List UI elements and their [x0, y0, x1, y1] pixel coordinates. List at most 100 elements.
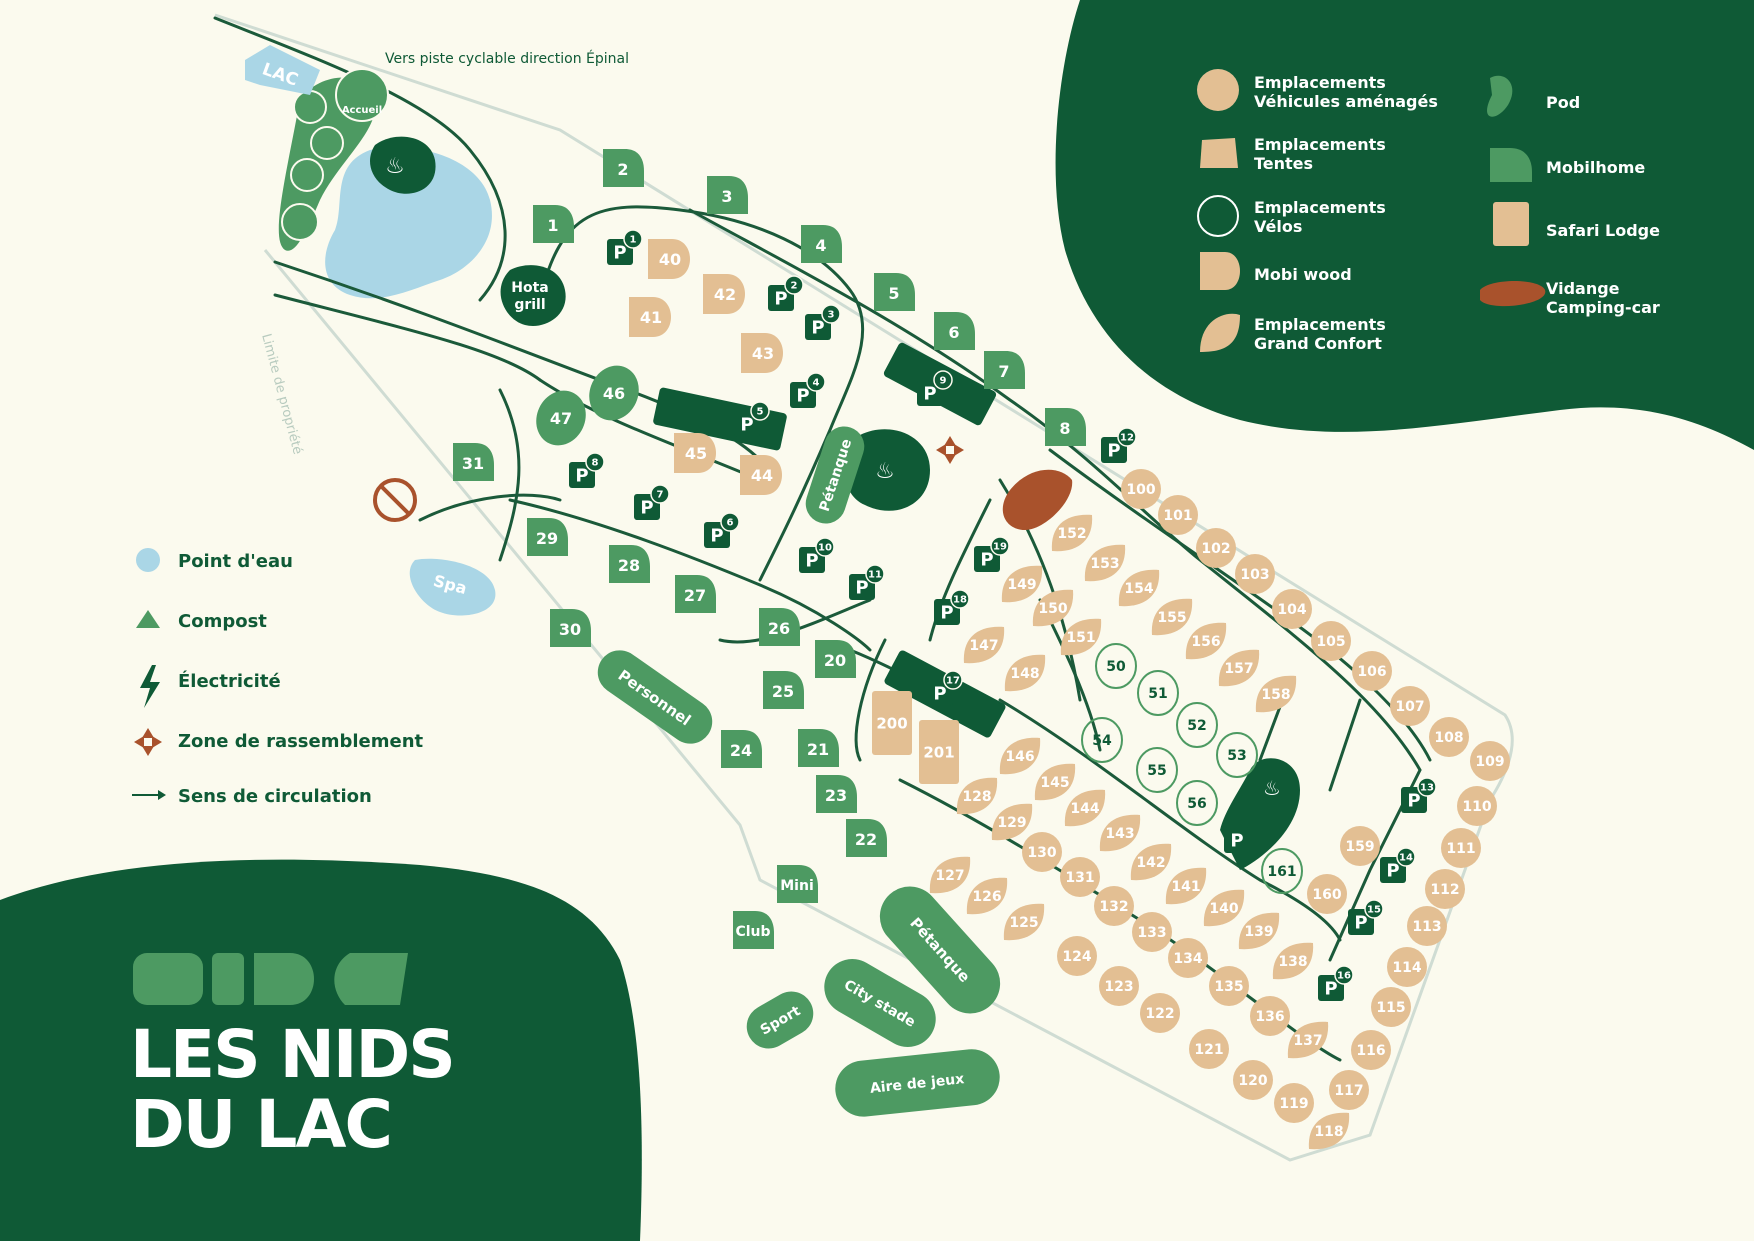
mobiwood-42[interactable] — [703, 274, 745, 314]
grand-confort-143[interactable] — [1099, 814, 1141, 852]
mobilhome-20[interactable] — [815, 640, 856, 678]
grand-confort-140[interactable] — [1203, 889, 1245, 927]
vehicle-pitch-101[interactable] — [1158, 495, 1198, 535]
vehicle-pitch-131[interactable] — [1060, 857, 1100, 897]
grand-confort-144[interactable] — [1064, 789, 1106, 827]
vehicle-pitch-111[interactable] — [1441, 828, 1481, 868]
grand-confort-146[interactable] — [999, 737, 1041, 775]
grand-confort-141[interactable] — [1165, 867, 1207, 905]
mobilhome-27[interactable] — [675, 575, 716, 613]
parking-P[interactable] — [1224, 827, 1250, 853]
mobilhome-7[interactable] — [984, 351, 1025, 389]
vehicle-pitch-112[interactable] — [1425, 869, 1465, 909]
vehicle-pitch-122[interactable] — [1140, 993, 1180, 1033]
vehicle-pitch-136[interactable] — [1250, 996, 1290, 1036]
mobilhome-3[interactable] — [707, 176, 748, 214]
vehicle-pitch-130[interactable] — [1022, 832, 1062, 872]
vehicle-pitch-132[interactable] — [1094, 886, 1134, 926]
vehicle-pitch-103[interactable] — [1235, 554, 1275, 594]
mobiwood-41[interactable] — [629, 297, 671, 337]
grand-confort-147[interactable] — [963, 626, 1005, 664]
vehicle-pitch-110[interactable] — [1457, 786, 1497, 826]
grand-confort-157[interactable] — [1218, 649, 1260, 687]
mobiwood-44[interactable] — [740, 455, 782, 495]
vehicle-pitch-120[interactable] — [1233, 1060, 1273, 1100]
mobilhome-31[interactable] — [453, 443, 494, 481]
vehicle-pitch-123[interactable] — [1099, 966, 1139, 1006]
mobilhome-26[interactable] — [759, 608, 800, 646]
mobilhome-24[interactable] — [721, 730, 762, 768]
mobilhome-6[interactable] — [934, 312, 975, 350]
grand-confort-148[interactable] — [1004, 654, 1046, 692]
vehicle-pitch-109[interactable] — [1470, 741, 1510, 781]
mobilhome-5[interactable] — [874, 273, 915, 311]
vehicle-pitch-100[interactable] — [1121, 469, 1161, 509]
mobilhome-2[interactable] — [603, 149, 644, 187]
vehicle-pitch-135[interactable] — [1209, 966, 1249, 1006]
mobilhome-8[interactable] — [1045, 408, 1086, 446]
vehicle-pitch-107[interactable] — [1390, 686, 1430, 726]
grand-confort-127[interactable] — [929, 856, 971, 894]
grand-confort-118[interactable] — [1308, 1112, 1350, 1150]
vehicle-pitch-124[interactable] — [1057, 936, 1097, 976]
velo-pitch-53[interactable] — [1216, 732, 1258, 778]
vehicle-pitch-117[interactable] — [1329, 1070, 1369, 1110]
mobiwood-45[interactable] — [674, 433, 716, 473]
vehicle-pitch-115[interactable] — [1371, 987, 1411, 1027]
vehicle-pitch-105[interactable] — [1311, 621, 1351, 661]
mobiwood-43[interactable] — [741, 333, 783, 373]
grand-confort-151[interactable] — [1060, 618, 1102, 656]
vehicle-pitch-108[interactable] — [1429, 717, 1469, 757]
mobilhome-22[interactable] — [846, 819, 887, 857]
mobilhome-23[interactable] — [816, 775, 857, 813]
mobilhome-29[interactable] — [527, 518, 568, 556]
velo-pitch-51[interactable] — [1137, 670, 1179, 716]
mobiwood-40[interactable] — [648, 239, 690, 279]
pod-46[interactable] — [580, 357, 647, 428]
grand-confort-155[interactable] — [1151, 598, 1193, 636]
vehicle-pitch-106[interactable] — [1352, 651, 1392, 691]
grand-confort-128[interactable] — [956, 777, 998, 815]
mobilhome-28[interactable] — [609, 545, 650, 583]
velo-pitch-161[interactable] — [1261, 848, 1303, 894]
mobilhome-30[interactable] — [550, 609, 591, 647]
velo-pitch-50[interactable] — [1095, 643, 1137, 689]
velo-pitch-54[interactable] — [1081, 717, 1123, 763]
mobilhome-1[interactable] — [533, 205, 574, 243]
vehicle-pitch-133[interactable] — [1132, 912, 1172, 952]
grand-confort-137[interactable] — [1287, 1021, 1329, 1059]
velo-pitch-56[interactable] — [1176, 780, 1218, 826]
pod-47[interactable] — [527, 382, 594, 453]
vehicle-pitch-104[interactable] — [1272, 589, 1312, 629]
vehicle-pitch-134[interactable] — [1168, 938, 1208, 978]
grand-confort-152[interactable] — [1051, 514, 1093, 552]
grand-confort-145[interactable] — [1034, 763, 1076, 801]
mobilhome-21[interactable] — [798, 729, 839, 767]
grand-confort-126[interactable] — [966, 877, 1008, 915]
velo-pitch-55[interactable] — [1136, 747, 1178, 793]
vehicle-pitch-160[interactable] — [1307, 874, 1347, 914]
vehicle-pitch-159[interactable] — [1340, 826, 1380, 866]
mobilhome-25[interactable] — [763, 671, 804, 709]
grand-confort-153[interactable] — [1084, 544, 1126, 582]
velo-pitch-52[interactable] — [1176, 702, 1218, 748]
grand-confort-125[interactable] — [1003, 903, 1045, 941]
vehicle-pitch-116[interactable] — [1351, 1030, 1391, 1070]
vehicle-pitch-114[interactable] — [1387, 947, 1427, 987]
grand-confort-158[interactable] — [1255, 675, 1297, 713]
grand-confort-138[interactable] — [1272, 942, 1314, 980]
mobilhome-Club[interactable] — [733, 911, 774, 949]
safari-lodge-201[interactable] — [919, 720, 959, 784]
vehicle-pitch-119[interactable] — [1274, 1083, 1314, 1123]
grand-confort-150[interactable] — [1032, 589, 1074, 627]
grand-confort-156[interactable] — [1185, 622, 1227, 660]
safari-lodge-200[interactable] — [872, 691, 912, 755]
grand-confort-129[interactable] — [991, 803, 1033, 841]
grand-confort-142[interactable] — [1130, 843, 1172, 881]
vehicle-pitch-102[interactable] — [1196, 528, 1236, 568]
mobilhome-4[interactable] — [801, 225, 842, 263]
grand-confort-149[interactable] — [1001, 565, 1043, 603]
grand-confort-139[interactable] — [1238, 912, 1280, 950]
mobilhome-Mini[interactable] — [777, 865, 818, 903]
grand-confort-154[interactable] — [1118, 569, 1160, 607]
